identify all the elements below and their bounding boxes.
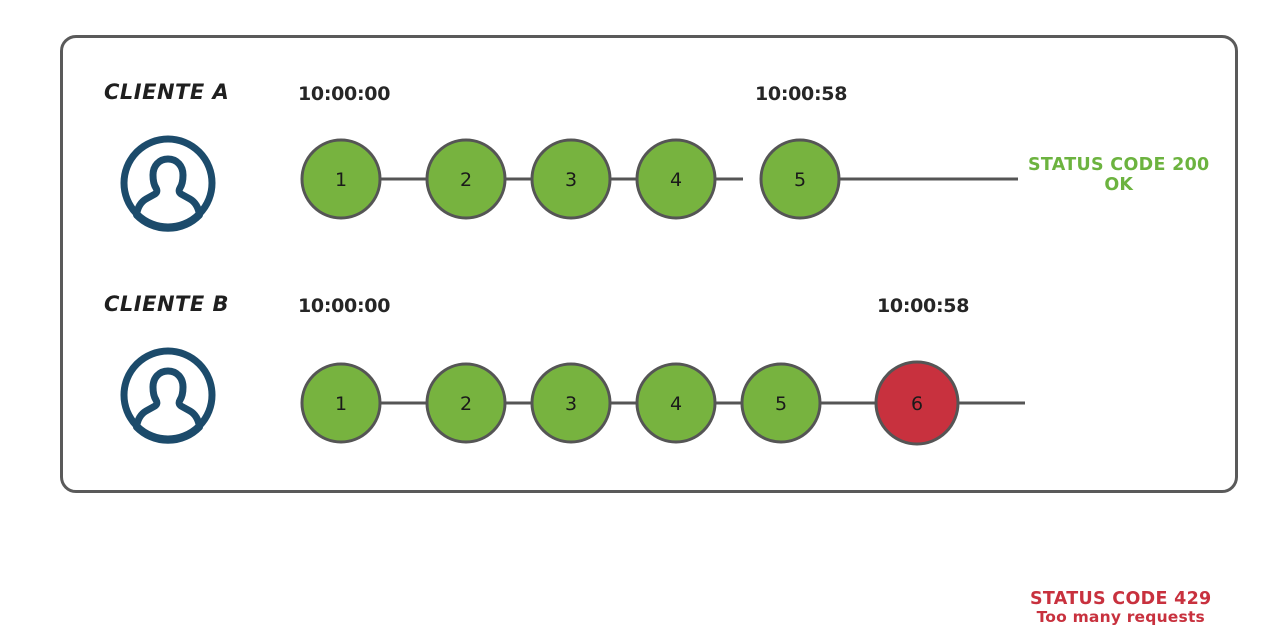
status-message-b: Too many requests <box>1036 608 1205 627</box>
request-node-number: 5 <box>775 393 787 415</box>
request-node[interactable]: 5 <box>759 138 841 220</box>
request-node-number: 4 <box>670 393 682 415</box>
request-node-number: 5 <box>794 169 806 191</box>
timestamp-end-b: 10:00:58 <box>877 295 970 317</box>
request-node-number: 1 <box>335 169 347 191</box>
status-message-a: OK <box>1104 175 1134 196</box>
request-node-number: 3 <box>565 169 577 191</box>
request-node[interactable]: 3 <box>530 362 612 444</box>
request-node[interactable]: 2 <box>425 362 507 444</box>
request-node[interactable]: 1 <box>300 138 382 220</box>
timestamp-start-b: 10:00:00 <box>298 295 391 317</box>
request-node[interactable]: 4 <box>635 138 717 220</box>
timestamp-end-a: 10:00:58 <box>755 83 848 105</box>
request-node-number: 2 <box>460 393 472 415</box>
status-code-b: STATUS CODE 429 <box>1030 589 1212 609</box>
request-node[interactable]: 3 <box>530 138 612 220</box>
request-chain-a: 1 2 3 4 5 <box>300 138 1018 220</box>
request-node[interactable]: 4 <box>635 362 717 444</box>
request-node-number: 6 <box>911 393 923 415</box>
request-node[interactable]: 1 <box>300 362 382 444</box>
request-node[interactable]: 5 <box>740 362 822 444</box>
request-node[interactable]: 2 <box>425 138 507 220</box>
status-badge-b: STATUS CODE 429 Too many requests <box>1030 589 1212 627</box>
request-chain-b: 1 2 3 4 5 6 <box>300 360 1025 446</box>
status-code-a: STATUS CODE 200 <box>1028 155 1210 175</box>
client-b-label: CLIENTE B <box>104 292 230 316</box>
request-node-number: 4 <box>670 169 682 191</box>
client-a-label: CLIENTE A <box>104 80 230 104</box>
user-avatar-icon <box>118 345 218 445</box>
timestamp-start-a: 10:00:00 <box>298 83 391 105</box>
request-node-number: 2 <box>460 169 472 191</box>
user-avatar-icon <box>118 133 218 233</box>
status-badge-a: STATUS CODE 200 OK <box>1028 155 1210 196</box>
diagram-canvas: CLIENTE A 10:00:00 10:00:58 1 2 <box>60 35 1238 626</box>
request-node-number: 1 <box>335 393 347 415</box>
request-node-blocked[interactable]: 6 <box>874 360 960 446</box>
request-node-number: 3 <box>565 393 577 415</box>
